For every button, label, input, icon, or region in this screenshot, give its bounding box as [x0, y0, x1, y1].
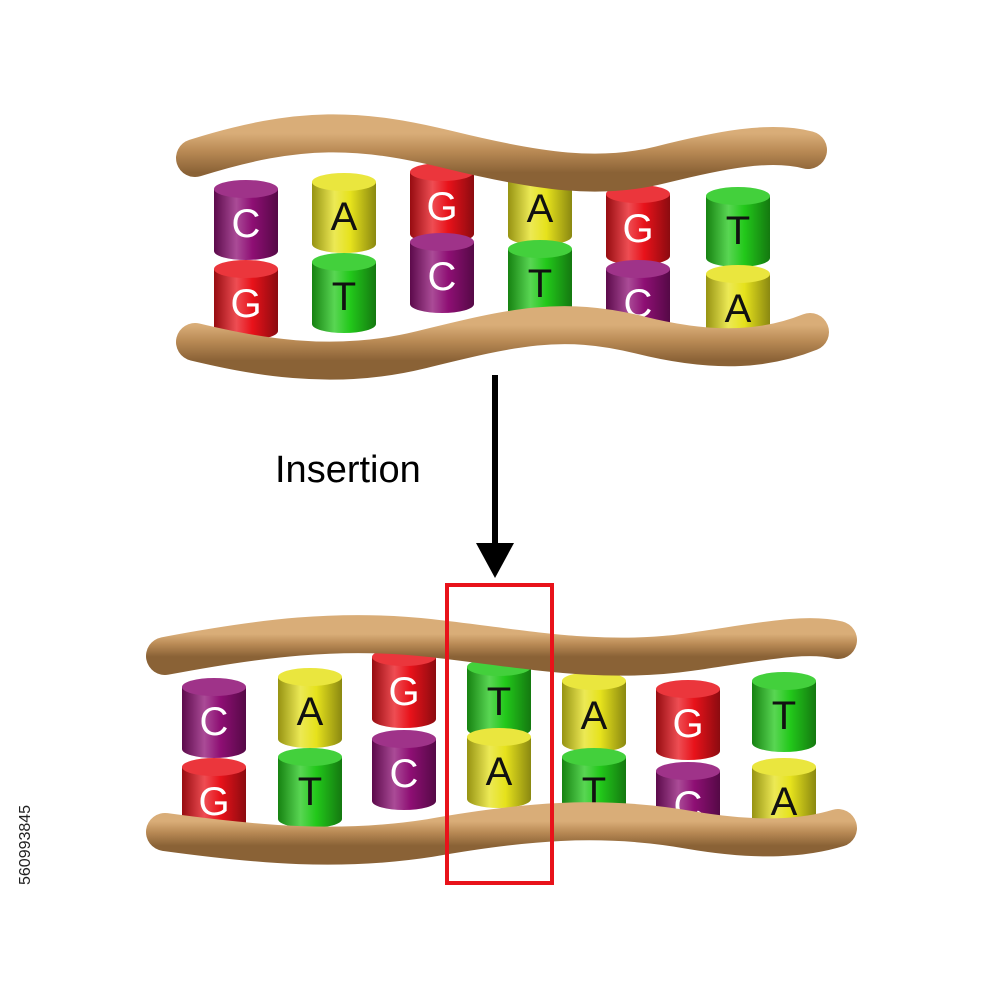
original-top-base-1-cap [312, 173, 376, 191]
mutated-top-base-1-body [278, 677, 342, 748]
mutated-top-base-5-letter: G [672, 702, 703, 746]
original-bottom-base-2-body [410, 242, 474, 313]
original-bottom-base-2: C [410, 233, 474, 313]
original-top-base-5-cap [706, 187, 770, 205]
mutated-bottom-base-1-cap [278, 748, 342, 766]
original-top-base-0-letter: C [232, 202, 261, 246]
original-top-base-5-letter: T [726, 209, 750, 253]
mutated-bottom-base-2-letter: C [390, 752, 419, 796]
mutated-top-base-3-letter: T [487, 680, 511, 724]
mutated-top-base-1-cap [278, 668, 342, 686]
mutated-top-base-4-body [562, 681, 626, 752]
original-bottom-base-1: T [312, 253, 376, 333]
stock-id-text: 560993845 [17, 805, 34, 885]
mutated-top-base-0: C [182, 678, 246, 758]
mutated-bottom-base-1-letter: T [298, 770, 322, 814]
original-top-base-1: A [312, 173, 376, 253]
mutated-bottom-base-6-cap [752, 758, 816, 776]
original-bottom-base-1-body [312, 262, 376, 333]
original-top-base-2-letter: G [426, 185, 457, 229]
original-top-base-4: G [606, 185, 670, 265]
mutated-bottom-base-3-letter: A [486, 750, 513, 794]
mutated-bottom-base-2-body [372, 739, 436, 810]
original-bottom-base-0: G [214, 260, 278, 340]
mutated-bottom-base-1: T [278, 748, 342, 828]
mutated-bottom-base-1-body [278, 757, 342, 828]
original-bottom-base-2-letter: C [428, 255, 457, 299]
mutated-top-base-5: G [656, 680, 720, 760]
insertion-label: Insertion [275, 449, 421, 491]
original-top-base-0-cap [214, 180, 278, 198]
mutated-bottom-base-6-letter: A [771, 780, 798, 824]
mutated-top-base-6-body [752, 681, 816, 752]
original-top-base-0: C [214, 180, 278, 260]
original-bottom-base-5-letter: A [725, 287, 752, 331]
insertion-arrow [476, 375, 514, 578]
mutated-top-backbone [146, 615, 857, 676]
original-top-base-5-body [706, 196, 770, 267]
mutated-bottom-base-2-cap [372, 730, 436, 748]
original-bottom-base-3-letter: T [528, 262, 552, 306]
original-bottom-base-1-letter: T [332, 275, 356, 319]
mutated-bottom-base-3-body [467, 737, 531, 808]
mutated-top-base-6: T [752, 672, 816, 752]
mutated-top-base-3-body [467, 667, 531, 738]
mutated-top-base-6-cap [752, 672, 816, 690]
mutated-top-base-5-body [656, 689, 720, 760]
original-bottom-backbone [176, 306, 829, 380]
mutated-top-base-1: A [278, 668, 342, 748]
insertion-highlight-box [445, 583, 554, 885]
original-top-base-1-body [312, 182, 376, 253]
mutated-top-base-2: G [372, 648, 436, 728]
original-bottom-base-3: T [508, 240, 572, 320]
original-bottom-base-3-cap [508, 240, 572, 258]
mutated-top-base-0-body [182, 687, 246, 758]
original-top-base-1-letter: A [331, 195, 358, 239]
mutated-bottom-backbone [146, 802, 857, 865]
mutated-bottom-base-4-cap [562, 748, 626, 766]
original-bottom-base-2-cap [410, 233, 474, 251]
mutated-top-base-4-letter: A [581, 694, 608, 738]
original-bottom-base-3-body [508, 249, 572, 320]
mutated-top-base-2-letter: G [388, 670, 419, 714]
mutated-top-base-2-body [372, 657, 436, 728]
original-bottom-base-0-body [214, 269, 278, 340]
mutated-bottom-base-3-cap [467, 728, 531, 746]
original-top-backbone [176, 114, 827, 192]
original-top-base-4-letter: G [622, 207, 653, 251]
mutated-top-base-4: A [562, 672, 626, 752]
mutated-top-base-3: T [467, 658, 531, 738]
original-bottom-base-1-cap [312, 253, 376, 271]
mutated-top-base-5-cap [656, 680, 720, 698]
mutated-top-base-0-letter: C [200, 700, 229, 744]
mutated-top-base-1-letter: A [297, 690, 324, 734]
original-bottom-base-4-cap [606, 260, 670, 278]
mutated-bottom-base-0-cap [182, 758, 246, 776]
mutated-bottom-base-0-letter: G [198, 780, 229, 824]
original-bottom-base-5-cap [706, 265, 770, 283]
mutated-top-base-0-cap [182, 678, 246, 696]
original-top-base-5: T [706, 187, 770, 267]
mutated-bottom-base-5-cap [656, 762, 720, 780]
original-top-base-2: G [410, 163, 474, 243]
original-bottom-base-0-cap [214, 260, 278, 278]
original-top-base-2-body [410, 172, 474, 243]
mutated-bottom-base-3: A [467, 728, 531, 808]
mutated-top-base-4-cap [562, 672, 626, 690]
original-top-base-3-body [508, 174, 572, 245]
original-bottom-base-0-letter: G [230, 282, 261, 326]
mutated-bottom-base-2: C [372, 730, 436, 810]
original-top-base-0-body [214, 189, 278, 260]
mutated-top-base-6-letter: T [772, 694, 796, 738]
original-top-base-3-letter: A [527, 187, 554, 231]
original-top-base-4-body [606, 194, 670, 265]
